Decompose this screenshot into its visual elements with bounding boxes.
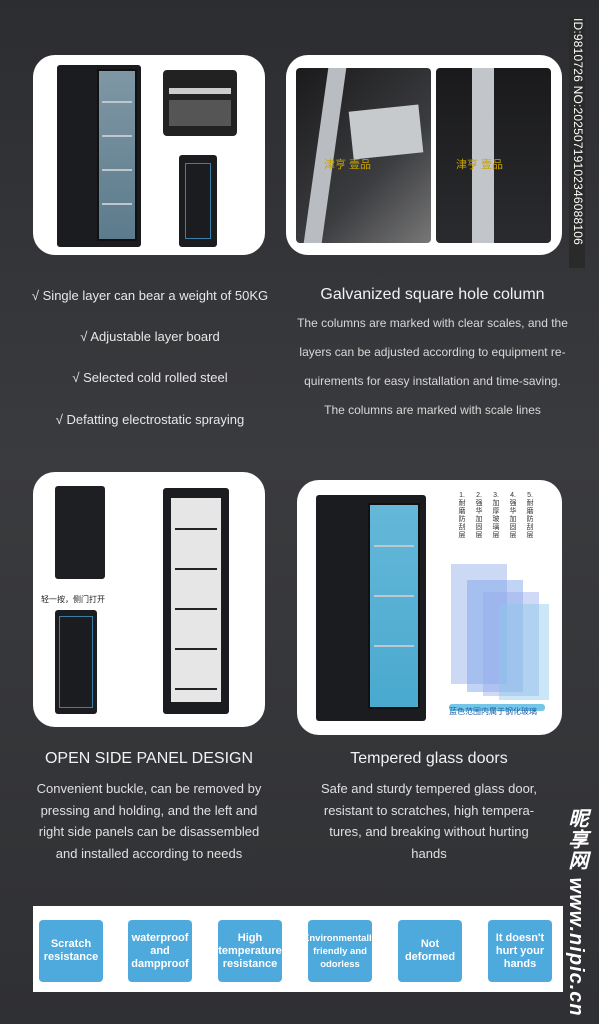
badge-scratch-resistance: Scratch resistance: [39, 920, 103, 982]
cabinet-main-image: [57, 65, 141, 247]
layer-label: 4. 强华加固层: [509, 492, 517, 539]
site-watermark: 昵享网 www.nipic.cn: [565, 808, 587, 1017]
cabinet-frame-image: [163, 488, 229, 714]
side-panel-photo-card: 轻一按，侧门打开: [33, 472, 265, 727]
badge-waterproof: waterproof and dampproof: [128, 920, 192, 982]
badge-high-temperature: High temperature resistance: [218, 920, 282, 982]
feature-item: √ Single layer can bear a weight of 50KG: [31, 288, 269, 303]
side-panel-image: [55, 486, 105, 579]
cabinet-small-image: [55, 610, 97, 714]
column-description: The columns are marked with clear scales…: [297, 316, 568, 417]
side-panel-caption: 轻一按，侧门打开: [41, 595, 105, 604]
side-panel-title: OPEN SIDE PANEL DESIGN: [44, 750, 254, 767]
layer-label: 5. 耐磨防刮层: [526, 492, 534, 539]
glass-door-photo-card: 1. 耐磨防刮层 2. 强华加固层 3. 加厚玻璃层 4. 强华加固层 5. 耐…: [297, 480, 562, 735]
glass-layer-diagram: 1. 耐磨防刮层 2. 强华加固层 3. 加厚玻璃层 4. 强华加固层 5. 耐…: [449, 492, 555, 722]
badge-environmentally-friendly: Environmentally friendly and odorless: [303, 920, 377, 982]
badge-safe-hands: It doesn't hurt your hands: [488, 920, 552, 982]
badge-not-deformed: Not deformed: [398, 920, 462, 982]
column-photo-right: 津亨 壹品: [436, 68, 551, 243]
cabinet-open-image: [179, 155, 217, 247]
layer-label: 2. 强华加固层: [475, 492, 483, 539]
feature-item: √ Defatting electrostatic spraying: [55, 412, 245, 427]
side-panel-description: Convenient buckle, can be removed by pre…: [36, 781, 262, 861]
glass-caption: 蓝色范围内属于钢化玻璃: [449, 707, 537, 716]
feature-item: √ Adjustable layer board: [80, 329, 220, 344]
layer-label: 1. 耐磨防刮层: [458, 492, 466, 539]
logo-text-2: 津亨 壹品: [456, 159, 504, 171]
glass-title: Tempered glass doors: [350, 750, 508, 767]
column-title: Galvanized square hole column: [320, 286, 545, 303]
feature-item: √ Selected cold rolled steel: [72, 370, 228, 385]
column-photo-left: 津亨 壹品: [296, 68, 431, 243]
id-watermark: ID:9810726 NO:20250719102346088106: [569, 18, 585, 268]
shelf-detail-image: [163, 70, 237, 136]
feature-badges: Scratch resistance waterproof and damppr…: [33, 906, 563, 992]
logo-text: 津亨 壹品: [324, 159, 372, 171]
layer-label: 3. 加厚玻璃层: [492, 492, 500, 539]
glass-cabinet-image: [316, 495, 426, 721]
cabinet-photo-card: [33, 55, 265, 255]
glass-description: Safe and sturdy tempered glass door, res…: [320, 781, 538, 861]
column-photo-card: 津亨 壹品 津亨 壹品: [286, 55, 562, 255]
